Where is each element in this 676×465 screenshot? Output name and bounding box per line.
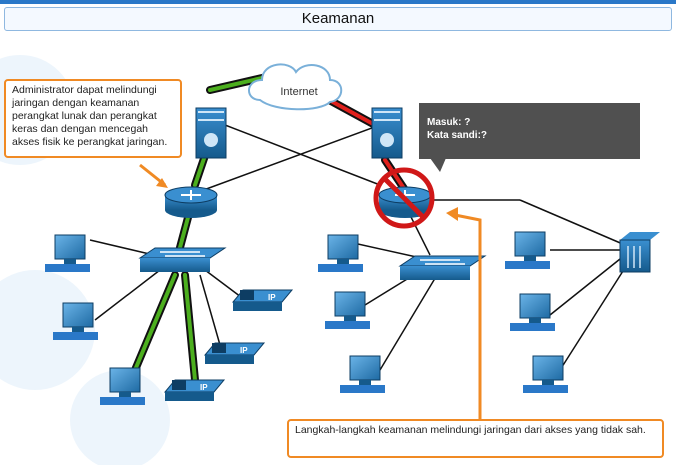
pc-6: [340, 355, 385, 393]
ip-phone-2: IP: [203, 342, 266, 364]
ip-phone-label: IP: [268, 293, 276, 302]
callout-arrow-left: [139, 163, 168, 188]
login-prompt: Masuk: ? Kata sandi:?: [419, 103, 640, 159]
admin-callout: Administrator dapat melindungi jaringan …: [4, 79, 182, 158]
callout-arrow-bottom: [446, 207, 482, 420]
multilayer-switch-right: [371, 107, 403, 159]
pc-7: [505, 231, 550, 269]
multilayer-switch-left: [195, 107, 227, 159]
pc-1: [45, 234, 90, 272]
pc-8: [510, 293, 555, 331]
top-accent-bar: [0, 0, 676, 4]
pc-2: [53, 302, 98, 340]
server: [619, 232, 660, 273]
internet-label: Internet: [280, 86, 318, 98]
ip-phone-3: IP: [163, 379, 226, 401]
login-prompt-tail: [430, 158, 446, 172]
switch-left: [138, 247, 227, 272]
router-left: [164, 186, 218, 218]
login-password-text: Kata sandi:?: [427, 130, 488, 141]
ip-phone-label: IP: [240, 346, 248, 355]
pc-3: [100, 367, 145, 405]
internet-cloud: [248, 63, 343, 111]
pc-5: [325, 291, 370, 329]
pc-9: [523, 355, 568, 393]
no-access-icon: [373, 167, 435, 229]
security-steps-callout: Langkah-langkah keamanan melindungi jari…: [287, 419, 664, 458]
switch-right: [398, 255, 487, 280]
pc-4: [318, 234, 363, 272]
ip-phone-label: IP: [200, 383, 208, 392]
page-title: Keamanan: [4, 7, 672, 31]
login-user-text: Masuk: ?: [427, 117, 471, 128]
ip-phone-1: IP: [231, 289, 294, 311]
